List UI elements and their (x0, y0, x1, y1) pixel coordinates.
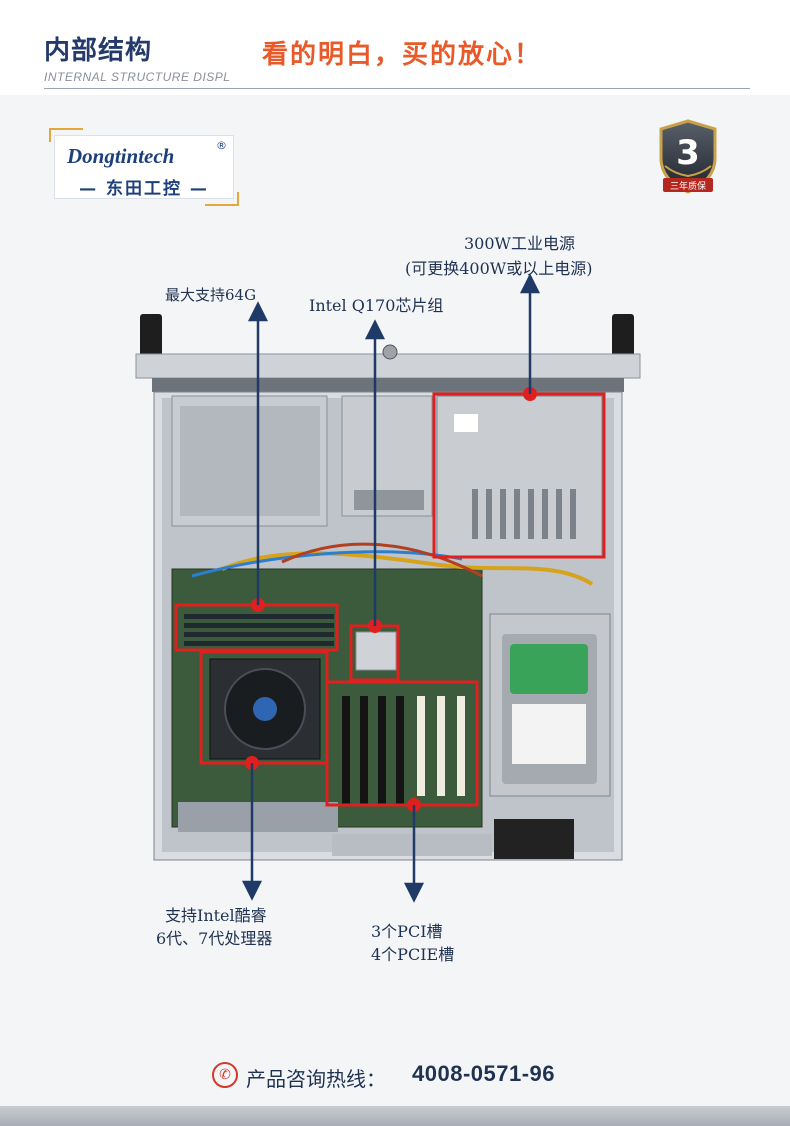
chipset-callout: Intel Q170芯片组 (309, 296, 444, 315)
slots-callout-line2: 4个PCIE槽 (371, 945, 455, 964)
warranty-text: 三年质保 (670, 180, 706, 192)
brand-name-cn: — 东田工控 — (79, 179, 209, 199)
brand-name-en: Dongtintech (67, 144, 175, 168)
warranty-shield-icon: 3 三年质保 (659, 119, 717, 194)
footer: ✆ 产品咨询热线： 4008-0571-96 (0, 1050, 790, 1100)
slots-arrow-icon (403, 882, 425, 903)
brand-logo: Dongtintech ® — 东田工控 — (49, 128, 239, 206)
rack-handle-right (612, 314, 634, 366)
cpu-callout-line1: 支持Intel酷睿 (165, 906, 267, 925)
cpu-arrow-icon (241, 880, 263, 901)
bottom-bar (0, 1106, 790, 1126)
hotline-label: 产品咨询热线： (246, 1067, 386, 1091)
hotline-number: 4008-0571-96 (412, 1061, 556, 1086)
psu-callout-line2: (可更换400W或以上电源) (405, 259, 593, 278)
chassis-internal-photo (135, 314, 641, 861)
cpu-callout-line2: 6代、7代处理器 (156, 929, 273, 948)
slogan: 看的明白，买的放心！ (262, 40, 543, 70)
logo-corner-decoration (49, 128, 83, 142)
warranty-years: 3 (676, 133, 700, 173)
slots-callout-line1: 3个PCI槽 (371, 922, 443, 941)
header-divider (44, 88, 750, 89)
rack-handle-left (140, 314, 162, 366)
memory-callout: 最大支持64G (165, 286, 257, 304)
psu-callout-line1: 300W工业电源 (464, 234, 575, 253)
header: 内部结构 看的明白，买的放心！ INTERNAL STRUCTURE DISPL (0, 0, 790, 95)
section-subtitle: INTERNAL STRUCTURE DISPL (44, 70, 231, 84)
logo-corner-decoration (205, 192, 239, 206)
psu-highlight-box (432, 392, 606, 559)
slots-highlight-box (325, 680, 479, 807)
phone-icon: ✆ (212, 1062, 238, 1088)
section-title: 内部结构 (44, 36, 153, 66)
registered-mark: ® (216, 139, 227, 152)
